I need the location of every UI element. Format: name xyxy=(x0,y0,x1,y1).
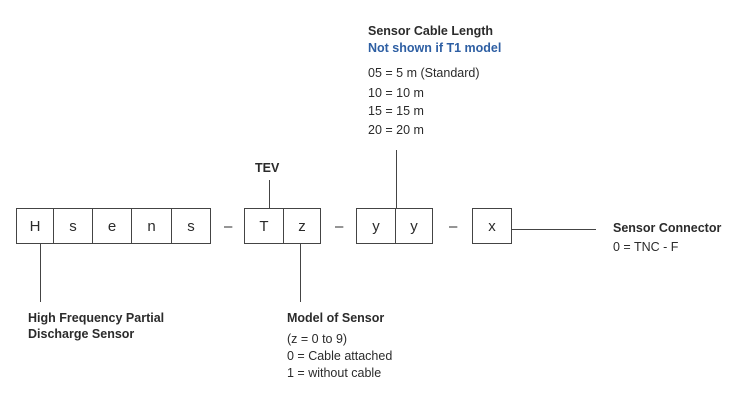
sensor-connector-line xyxy=(512,229,596,230)
tev-label: TEV xyxy=(255,161,280,175)
hfpd-label-line2: Discharge Sensor xyxy=(28,327,135,341)
model-connector-line xyxy=(300,244,301,302)
connector-title: Sensor Connector xyxy=(613,221,722,235)
cable-length-note: Not shown if T1 model xyxy=(368,41,502,55)
code-cell-s2: s xyxy=(171,208,211,244)
cable-length-connector-line xyxy=(396,150,397,208)
code-cell-z: z xyxy=(283,208,321,244)
code-cell-e: e xyxy=(92,208,132,244)
tev-connector-line xyxy=(269,180,270,208)
separator-dash: – xyxy=(224,218,233,235)
model-option: (z = 0 to 9) xyxy=(287,332,348,346)
cable-length-option: 15 = 15 m xyxy=(368,104,424,118)
code-cell-n: n xyxy=(131,208,172,244)
model-option: 1 = without cable xyxy=(287,366,382,380)
code-cell-h: H xyxy=(16,208,54,244)
hfpd-connector-line xyxy=(40,244,41,302)
code-cell-y1: y xyxy=(356,208,396,244)
separator-dash: – xyxy=(449,218,458,235)
cable-length-option: 05 = 5 m (Standard) xyxy=(368,66,480,80)
cable-length-title: Sensor Cable Length xyxy=(368,24,494,38)
connector-option: 0 = TNC - F xyxy=(613,240,679,254)
cable-length-option: 20 = 20 m xyxy=(368,123,424,137)
code-cell-s1: s xyxy=(53,208,93,244)
separator-dash: – xyxy=(335,218,344,235)
hfpd-label-line1: High Frequency Partial xyxy=(28,311,165,325)
code-cell-t: T xyxy=(244,208,284,244)
cable-length-option: 10 = 10 m xyxy=(368,86,424,100)
model-title: Model of Sensor xyxy=(287,311,385,325)
code-cell-x: x xyxy=(472,208,512,244)
code-cell-y2: y xyxy=(395,208,433,244)
model-option: 0 = Cable attached xyxy=(287,349,393,363)
